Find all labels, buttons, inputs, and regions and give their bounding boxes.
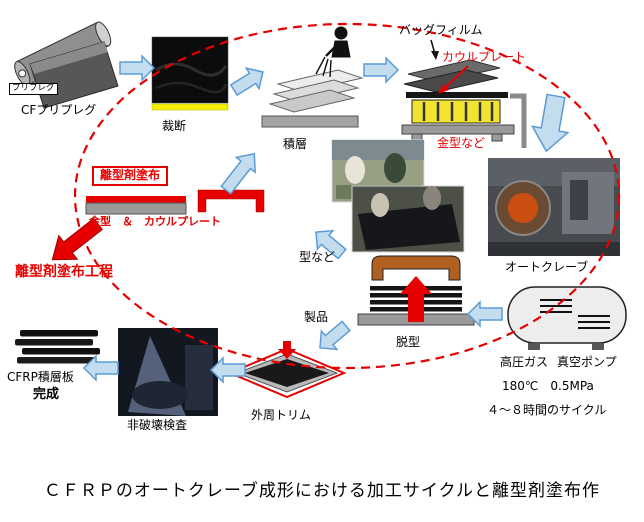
ndt-label: 非破壊検査 [127,418,188,432]
cfrp-laminate-stack [15,330,100,364]
ndt-photo [118,328,218,416]
release-process-arrow [51,217,104,261]
autoclave-schematic [507,286,627,350]
high-pressure-gas-label: 高圧ガス [500,355,549,369]
release-process-label: 離型剤塗布工程 [15,264,113,280]
mold-return-label: 型など [299,250,336,264]
trim-label: 外周トリム [251,408,312,422]
release-agent-step-label: 離型剤塗布 [92,166,169,186]
arrow-layup-to-bagging [363,57,399,83]
diagram-caption: ＣＦＲＰのオートクレーブ成形における加工サイクルと離型剤塗布作 [43,481,601,501]
product-label: 製品 [304,310,329,324]
bagging-assembly-illustration [401,59,527,148]
trim-outline [227,347,347,399]
layup-stack-illustration [261,69,364,128]
vacuum-pump-label: 真空ポンプ [557,355,617,369]
demold-tool-shape [371,255,461,281]
caul-plate-label: カウルプレート [442,50,527,64]
cycle-dashed-ellipse [73,22,621,370]
cutting-photo [151,36,229,111]
prepreg-roll-illustration [14,21,119,109]
worker-spray-icon [315,26,351,78]
caul-plate-coated-shape [197,189,265,213]
demold-label: 脱型 [396,335,421,349]
bag-film-label: バッグフィルム [399,23,483,37]
mold-etc-label: 金型など [437,136,486,150]
autoclave-photo [488,158,620,256]
demold-up-arrow [400,276,432,322]
mold-plate-shape [85,202,187,215]
arrow-roll-to-cutting [119,55,155,81]
vacuum-pipe-shape [510,93,527,148]
mold-and-caul-label: 金型 ＆ カウルプレート [89,215,221,228]
demold-illustration [357,255,475,326]
bag-film-pointer [430,39,439,60]
cycle-time-label: ４～８時間のサイクル [487,403,607,417]
autoclave-label: オートクレーブ [505,260,589,274]
trim-illustration [227,341,347,399]
arrow-release-to-layup [215,145,265,199]
trim-down-arrow [278,341,296,359]
arrow-cutting-to-layup [226,61,270,101]
cut-material-strip [151,103,229,111]
release-agent-coating [86,196,186,203]
conditions-label: 180℃ 0.5MPa [502,379,594,393]
prepreg-roll-label: CFプリプレグ [21,103,97,117]
complete-label: 完成 [33,387,60,402]
cfrp-laminate-label: CFRP積層板 [7,370,74,384]
factory-photo-bagging [351,185,465,253]
mold-base-shape [401,124,515,135]
caul-plate-pointer [438,65,469,94]
release-agent-plates [85,189,265,215]
arrow-to-autoclave [530,93,570,153]
prepreg-tag-label: プリプレグ [9,83,58,95]
caul-plate-shape [411,99,501,124]
layup-label: 積層 [283,137,308,151]
cutting-label: 裁断 [162,119,187,133]
